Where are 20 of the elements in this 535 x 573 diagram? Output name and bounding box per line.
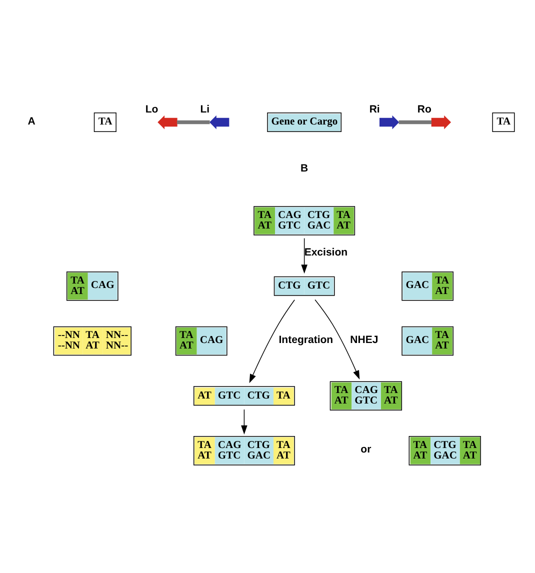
edge-label: NHEJ — [350, 334, 378, 346]
node-label: Li — [200, 104, 210, 116]
node-chevron — [379, 115, 400, 130]
node-chevron — [209, 115, 230, 130]
label: or — [360, 444, 372, 456]
label: B — [300, 162, 308, 175]
connector — [398, 120, 432, 124]
node-chevron — [431, 115, 452, 130]
connector — [177, 120, 210, 124]
node-label: Ri — [369, 104, 380, 116]
edge-label: Integration — [278, 334, 334, 346]
label: A — [28, 115, 36, 128]
arrow — [314, 299, 360, 380]
edge-label: Excision — [304, 246, 348, 258]
node-label: Lo — [145, 104, 158, 116]
arrow — [241, 409, 248, 434]
arrow — [301, 238, 308, 274]
node-chevron — [158, 115, 178, 130]
arrow — [249, 299, 295, 384]
node-label: Ro — [417, 104, 432, 116]
